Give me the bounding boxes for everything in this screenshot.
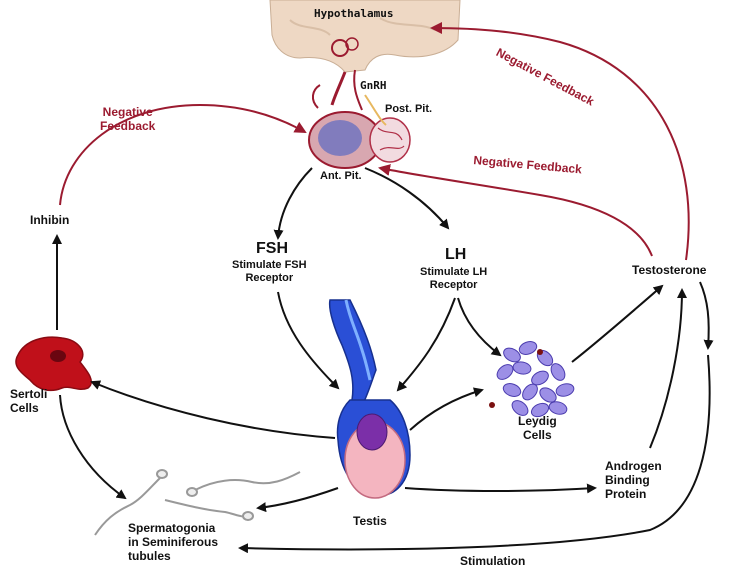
arrow-testis-to-sertoli (90, 380, 336, 439)
label-fsh-sub: Stimulate FSH Receptor (232, 259, 307, 284)
arrow-pit-to-fsh (273, 167, 313, 240)
label-lh-sub-line2: Receptor (429, 278, 478, 291)
sertoli-cell-shape (15, 336, 92, 392)
label-spermatogonia-line2: in Seminiferous (128, 534, 219, 549)
label-stimulation: Stimulation (460, 554, 526, 568)
arrow-sertoli-to-spermatogonia (59, 394, 127, 500)
neg-feedback-arrow-top (430, 22, 690, 261)
arrow-testosterone-to-spermatogonia (238, 354, 711, 554)
label-spermatogonia-line3: tubules (128, 548, 171, 563)
label-fsh: FSH (256, 240, 288, 257)
label-sertoli-cells: Sertoli Cells (10, 387, 48, 416)
arrow-pit-to-lh (364, 167, 450, 230)
label-testosterone: Testosterone (632, 263, 707, 277)
leydig-cells-cluster (496, 341, 575, 418)
label-abp-line3: Protein (605, 486, 647, 501)
arrow-abp-to-testosterone (649, 288, 687, 449)
label-lh-sub: Stimulate LH Receptor (420, 266, 487, 291)
arrow-testis-to-leydig (409, 387, 484, 431)
arrow-leydig-to-testosterone (571, 284, 664, 363)
pituitary-illustration (308, 69, 411, 169)
label-fsh-sub-line2: Receptor (245, 271, 294, 284)
label-hypothalamus: Hypothalamus (314, 7, 394, 20)
label-abp-line2: Binding (605, 472, 650, 487)
label-sertoli-line2: Cells (10, 400, 39, 415)
label-neg-feedback-left-line1: Negative (102, 105, 153, 119)
label-neg-feedback-left: Negative Feedback (100, 105, 156, 134)
arrow-lh-to-leydig (457, 297, 502, 357)
arrow-fsh-to-testis (277, 291, 340, 390)
arrow-testis-to-abp (404, 483, 597, 494)
label-testis: Testis (353, 514, 387, 528)
label-spermatogonia-line1: Spermatogonia (128, 521, 216, 535)
label-inhibin: Inhibin (30, 213, 70, 227)
label-lh-sub-line1: Stimulate LH (420, 266, 488, 278)
label-leydig-cells: Leydig Cells (518, 414, 557, 443)
label-gnrh: GnRH (360, 79, 387, 92)
label-fsh-sub-line1: Stimulate FSH (232, 259, 307, 271)
label-androgen-binding-protein: Androgen Binding Protein (605, 459, 662, 501)
posterior-pituitary-shape (369, 117, 411, 163)
arrow-testosterone-down (699, 281, 714, 350)
arrow-testis-to-spermatogonia (256, 487, 339, 513)
testis-illustration (328, 299, 411, 499)
label-post-pit: Post. Pit. (385, 103, 433, 115)
neg-feedback-arrow-left (59, 103, 307, 206)
label-leydig-line1: Leydig (518, 414, 557, 428)
label-abp-line1: Androgen (605, 459, 662, 473)
arrow-lh-to-testis (396, 297, 456, 392)
neg-feedback-arrow-mid (378, 164, 653, 257)
label-spermatogonia: Spermatogonia in Seminiferous tubules (128, 521, 219, 563)
label-leydig-line2: Cells (522, 427, 552, 442)
spermatozoa-illustration (94, 469, 301, 536)
label-sertoli-line1: Sertoli (10, 387, 48, 401)
label-neg-feedback-left-line2: Feedback (100, 118, 156, 133)
label-lh: LH (445, 246, 467, 263)
label-ant-pit: Ant. Pit. (320, 170, 362, 182)
